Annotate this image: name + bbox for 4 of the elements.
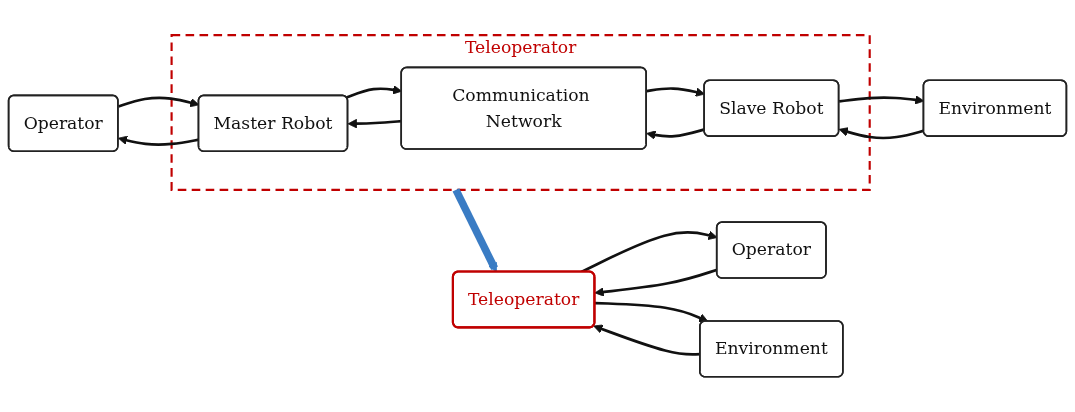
arrow (646, 128, 705, 140)
arrow (347, 118, 402, 129)
arrow (594, 301, 709, 323)
arrow (838, 127, 925, 140)
